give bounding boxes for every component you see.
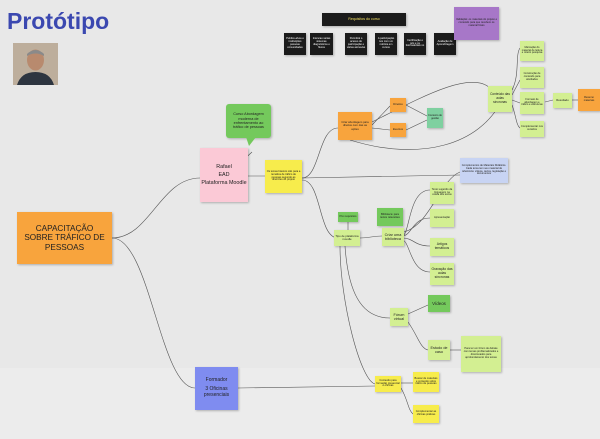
link-criar-conteudo — [371, 82, 491, 123]
link-tipo-formador-info — [339, 245, 376, 385]
avatar-person-icon — [13, 43, 58, 85]
criar-biblioteca-node[interactable]: Criar uma biblioteca — [382, 228, 404, 246]
videos-node[interactable]: Vídeos — [428, 295, 450, 312]
estudo-caso-node[interactable]: Estudo de caso — [428, 340, 450, 360]
cr-item-1[interactable]: Marcação do material de leitura e roteir… — [520, 41, 544, 61]
link-to-criar — [301, 127, 339, 179]
formador-oficinas: 3 Oficinas presenciais — [203, 386, 230, 398]
link-tipo-forum — [344, 245, 391, 319]
link-eventos-blue — [405, 119, 428, 131]
link-forum-videos — [407, 304, 429, 315]
purple-note[interactable]: Validação: os materiais do projeto e con… — [454, 7, 499, 40]
direitos-node[interactable]: Direitos — [390, 98, 406, 112]
requisitos-header[interactable]: Requisitos do curso — [322, 13, 406, 26]
curso-abordagem-node[interactable]: Curso Abordagem moderna de enfrentamento… — [226, 104, 271, 138]
cr-item-3[interactable]: Formato de abordagem e tráfico e estrutu… — [520, 92, 544, 114]
bib-item-2[interactable]: Apresentação — [430, 209, 454, 227]
link-tipo-bib — [359, 235, 383, 239]
bottom-band — [0, 368, 600, 439]
cr-item-4[interactable]: Complementar nos cenários — [520, 121, 544, 137]
link-resultado — [544, 99, 554, 103]
resultado-node[interactable]: Resultado — [553, 93, 572, 108]
bib-item-3[interactable]: Artigos temáticos — [430, 238, 454, 256]
link-bib2 — [401, 217, 431, 237]
req-item-3[interactable]: Permitirá o acesso de patricipação e vár… — [345, 33, 367, 55]
link-to-blueinfo — [301, 174, 461, 179]
ead-mode: EAD — [218, 171, 230, 178]
req-item-4[interactable]: A patricipação nos com um métrica em cur… — [375, 33, 397, 55]
blue-info-note[interactable]: Complementos de Materiais Didáticos. Cad… — [460, 158, 508, 183]
tipo-plataforma-node[interactable]: Tipo de plataforma moodle — [334, 230, 360, 246]
link-bib1 — [401, 189, 431, 237]
link-formador-info — [237, 385, 376, 389]
link-cr2 — [511, 79, 521, 96]
link-to-tipo — [301, 179, 339, 239]
req-item-5[interactable]: Certificação e pós e os fetomateriais no — [404, 33, 426, 55]
resumo-node[interactable]: Resumo materiais — [578, 89, 600, 111]
contexto-gestao-node[interactable]: Contexto de gestão — [427, 108, 443, 128]
criar-abordagem-node[interactable]: Criar abordagem para direitos com das as… — [338, 112, 372, 140]
eventos-node[interactable]: Eventos — [390, 123, 406, 137]
link-to-conteudo — [349, 99, 503, 150]
link-cr3 — [511, 99, 521, 104]
link-bib4 — [401, 239, 431, 273]
ead-platform: Plataforma Moodle — [201, 180, 247, 187]
link-main-ead — [111, 177, 201, 239]
main-topic-node[interactable]: CAPACITAÇÃO SOBRE TRÁFICO DE PESSOAS — [17, 212, 112, 264]
page-title: Protótipo — [7, 8, 110, 34]
estudo-info-node[interactable]: Para ter um fórum de debate com temas pr… — [461, 336, 501, 372]
biblioteca-info-node[interactable]: Biblioteca: para textos relevantes — [377, 208, 403, 226]
link-bib3 — [401, 237, 431, 247]
link-criar-eventos — [371, 127, 391, 131]
link-criar-direitos — [371, 105, 391, 126]
link-main-formador — [111, 237, 196, 389]
formador-node[interactable]: Formador 3 Oficinas presenciais — [195, 367, 238, 410]
formador-info-node[interactable]: Conteúdo para formação presencial e ofic… — [375, 376, 401, 392]
speech-tail-shape — [246, 137, 256, 146]
big-yellow-note[interactable]: Os temas básicos são para a temática de … — [265, 160, 302, 193]
ead-name: Rafael — [216, 163, 232, 170]
req-item-1[interactable]: Publico-alvos e instituições pessoas com… — [284, 33, 306, 55]
cr-item-2[interactable]: Construção de conteúdo para atividades — [520, 67, 544, 88]
form-item-1[interactable]: Buscar de materiais e conteúdo sobre trá… — [413, 372, 439, 392]
forum-virtual-node[interactable]: Fórum virtual — [390, 308, 408, 326]
link-cr4 — [511, 104, 521, 129]
req-item-2[interactable]: Intencao varias sistemas diagnósticos e … — [310, 33, 333, 55]
link-forum-estudo — [407, 321, 429, 351]
bib-item-1[interactable]: Texto sugerido da linguagem na coleta do… — [430, 182, 454, 204]
conteudo-aulas-node[interactable]: Conteúdo das aulas síncronas — [488, 86, 512, 112]
bib-item-4[interactable]: Gravação das aulas síncronas — [430, 263, 454, 285]
form-item-2[interactable]: Complementar as oficinas práticas — [413, 405, 439, 423]
formador-title: Formador — [205, 377, 228, 384]
link-direitos-blue — [405, 104, 428, 117]
link-finfo-2 — [400, 387, 414, 415]
avatar — [13, 43, 58, 85]
ead-node[interactable]: Rafael EAD Plataforma Moodle — [200, 148, 248, 202]
link-cr1 — [511, 47, 521, 91]
req-item-6[interactable]: Avaliação de Aprendizagem — [434, 33, 456, 55]
pre-requisitos-node[interactable]: Pré requisitos — [338, 212, 358, 222]
